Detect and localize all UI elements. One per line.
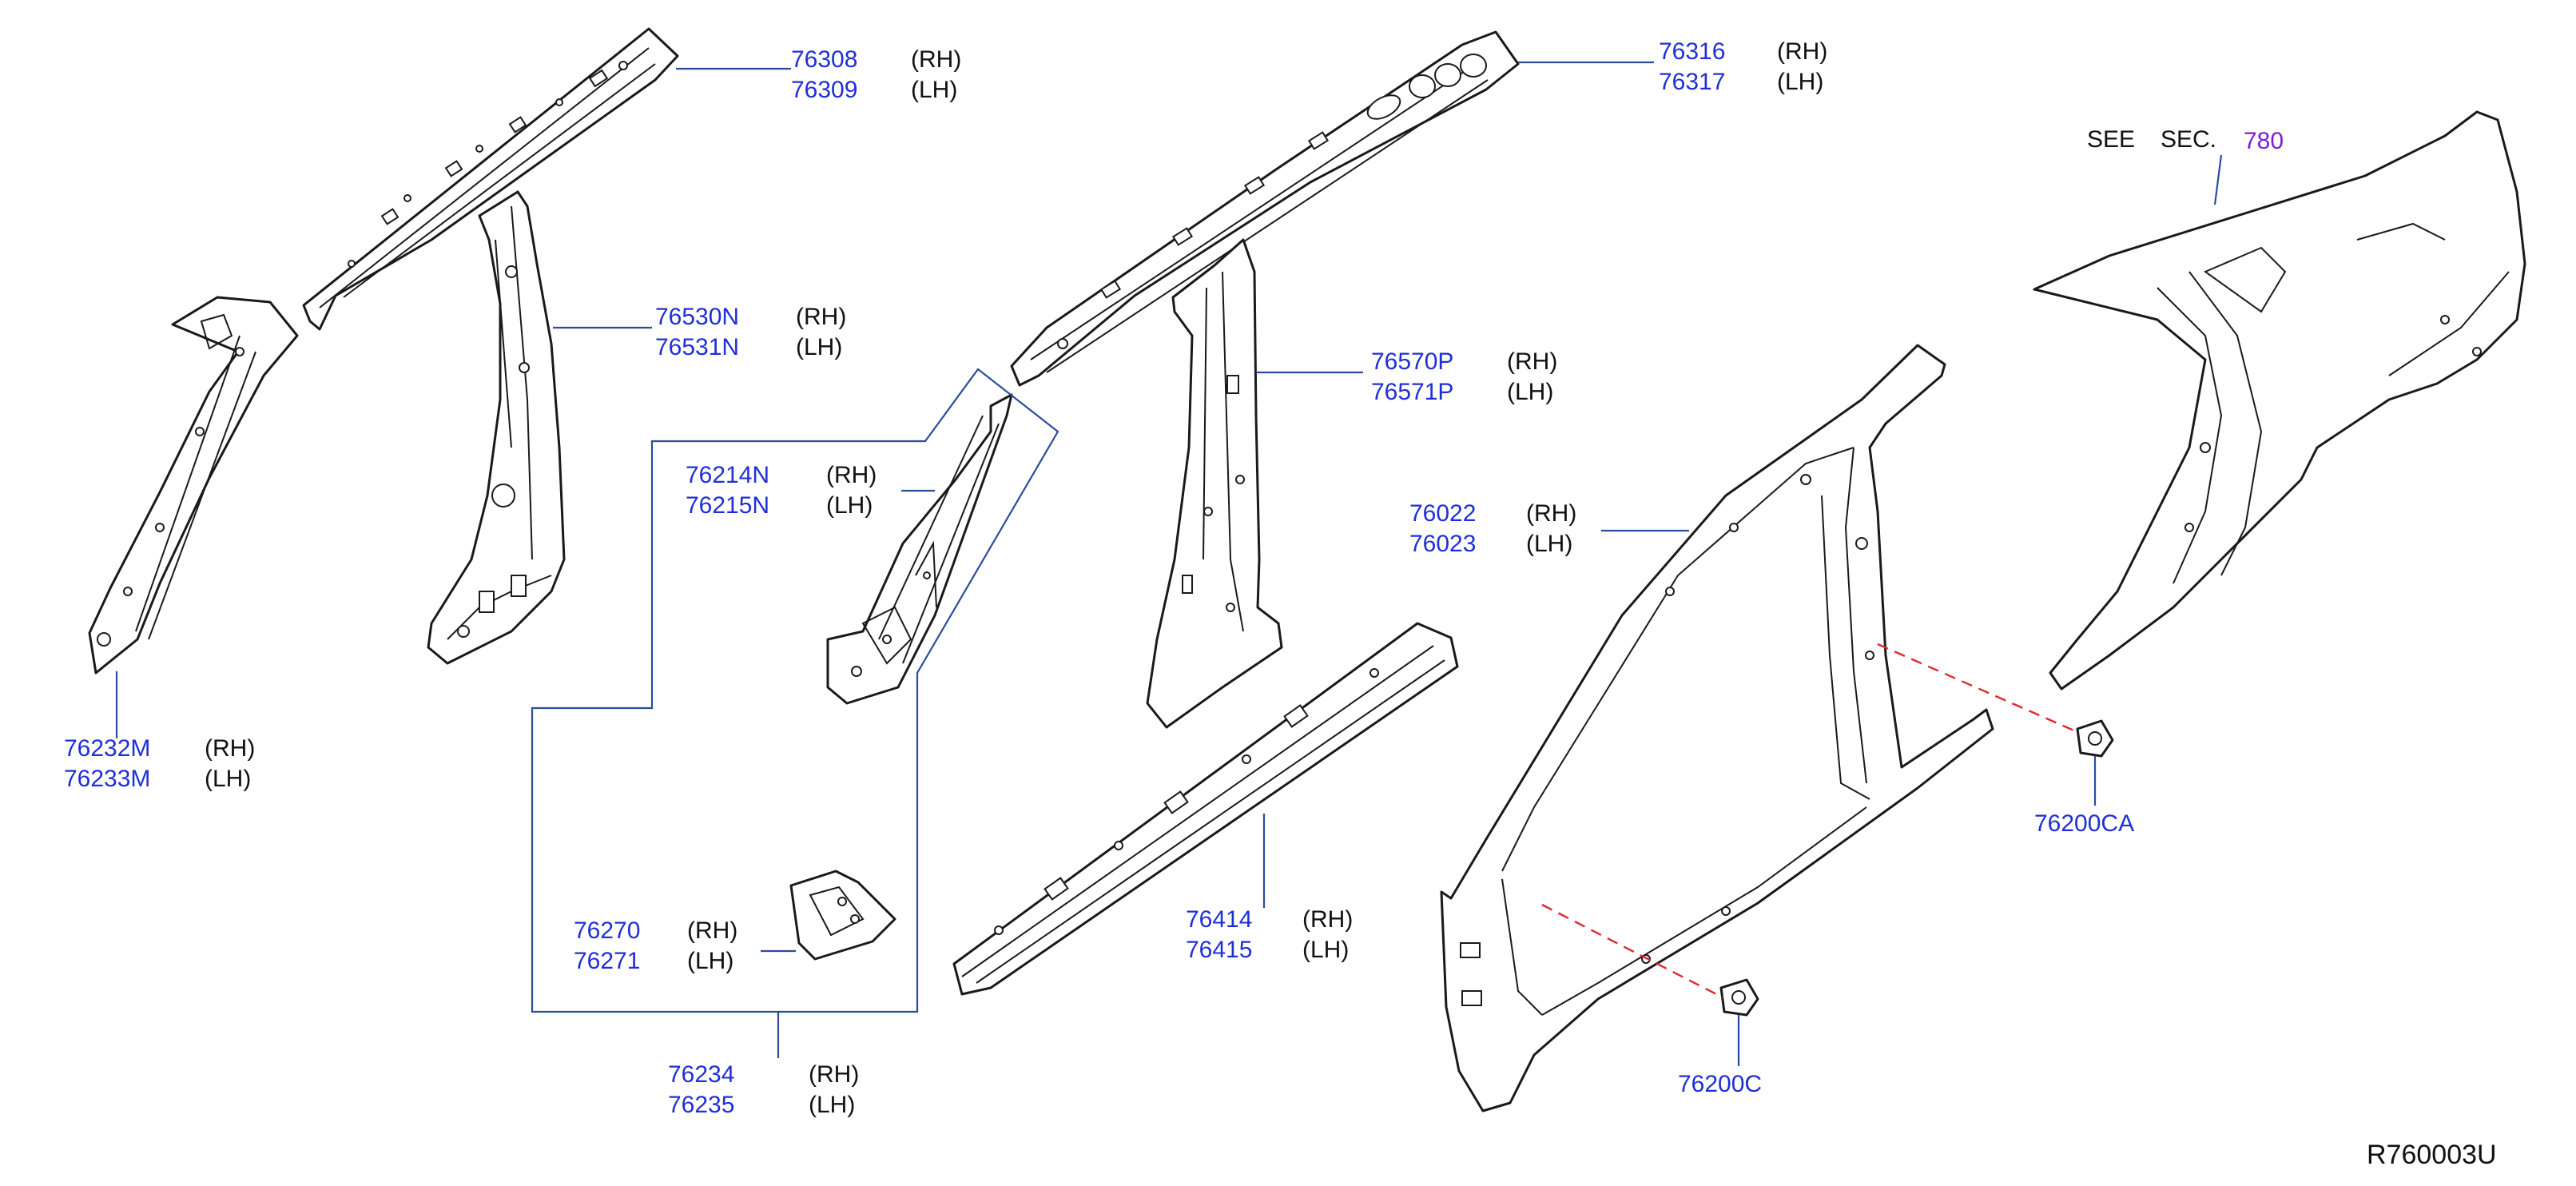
clip-front — [1719, 978, 1759, 1017]
sec-word: SEC. — [2161, 126, 2216, 153]
part-number[interactable]: 76309 — [791, 77, 857, 103]
part-number[interactable]: 76571P — [1371, 379, 1453, 405]
part-roof-rail-center — [1010, 30, 1520, 387]
side-designation: (RH) — [205, 735, 255, 762]
side-designation: (RH) — [1526, 500, 1576, 527]
callout-c8: 76270 (RH) 76271 (LH) — [574, 917, 737, 974]
part-number[interactable]: 76235 — [668, 1092, 734, 1118]
part-number[interactable]: 76214N — [686, 462, 769, 488]
callout-c6: 76022 (RH) 76023 (LH) — [1409, 500, 1576, 557]
clip-rear — [2076, 719, 2114, 758]
side-designation: (RH) — [1507, 348, 1557, 375]
part-number[interactable]: 76317 — [1659, 69, 1725, 95]
part-number[interactable]: 76570P — [1371, 348, 1453, 375]
part-center-pillar-reinforcement — [1146, 238, 1283, 729]
callout-c5: 76214N (RH) 76215N (LH) — [686, 462, 877, 519]
part-number[interactable]: 76023 — [1409, 531, 1476, 557]
side-designation: (RH) — [1302, 906, 1353, 933]
section-link[interactable]: 780 — [2244, 128, 2284, 154]
side-designation: (LH) — [826, 492, 873, 519]
assembly-group-frame — [531, 368, 1059, 1013]
part-number[interactable]: 76022 — [1409, 500, 1476, 527]
part-number[interactable]: 76215N — [686, 492, 769, 519]
part-body-side-outer — [1440, 344, 1994, 1112]
callout-c9: 76414 (RH) 76415 (LH) — [1186, 906, 1353, 963]
callout-c10: 76234 (RH) 76235 (LH) — [668, 1061, 859, 1118]
callout-c4: 76570P (RH) 76571P (LH) — [1371, 348, 1557, 405]
part-number[interactable]: 76316 — [1659, 38, 1725, 65]
callout-c7: 76232M (RH) 76233M (LH) — [64, 735, 255, 792]
side-designation: (LH) — [687, 948, 733, 974]
see-section-note: SEE SEC. 780 — [2087, 126, 2284, 154]
callout-c1: 76308 (RH) 76309 (LH) — [791, 46, 961, 103]
part-front-pillar-lower — [88, 296, 299, 675]
part-number[interactable]: 76308 — [791, 46, 857, 73]
part-rear-body-side — [2033, 110, 2526, 691]
part-number[interactable]: 76414 — [1186, 906, 1252, 933]
side-designation: (LH) — [1526, 531, 1572, 557]
part-number[interactable]: 76232M — [64, 735, 150, 762]
part-pillar-lower-reinforcement — [826, 393, 1013, 705]
side-designation: (LH) — [205, 766, 251, 792]
part-lower-bracket — [789, 870, 896, 961]
part-number[interactable]: 76234 — [668, 1061, 734, 1088]
part-number[interactable]: 76233M — [64, 766, 150, 792]
side-designation: (RH) — [911, 46, 961, 73]
see-word: SEE — [2087, 126, 2135, 153]
callout-c3: 76530N (RH) 76531N (LH) — [655, 304, 846, 360]
part-roof-rail-front-upper — [302, 27, 679, 331]
side-designation: (LH) — [809, 1092, 855, 1118]
side-designation: (LH) — [1777, 69, 1823, 95]
side-designation: (RH) — [1777, 38, 1827, 65]
diagram-reference-code: R760003U — [2367, 1140, 2497, 1170]
part-number[interactable]: 76270 — [574, 917, 640, 944]
side-designation: (LH) — [796, 334, 842, 360]
leader-see-section — [2213, 154, 2223, 205]
part-center-pillar-inner — [427, 190, 566, 665]
side-designation: (LH) — [911, 77, 957, 103]
part-number[interactable]: 76415 — [1186, 937, 1252, 963]
side-designation: (RH) — [687, 917, 737, 944]
side-designation: (RH) — [796, 304, 846, 330]
callout-c2: 76316 (RH) 76317 (LH) — [1659, 38, 1827, 95]
side-designation: (LH) — [1507, 379, 1553, 405]
side-designation: (LH) — [1302, 937, 1349, 963]
side-designation: (RH) — [826, 462, 877, 488]
side-designation: (RH) — [809, 1061, 859, 1088]
part-sill-inner — [952, 622, 1459, 996]
part-number[interactable]: 76531N — [655, 334, 739, 360]
hidden-line-front-clip — [1541, 903, 1723, 999]
clip-part-number-rear[interactable]: 76200CA — [2034, 810, 2134, 837]
part-number[interactable]: 76271 — [574, 948, 640, 974]
part-number[interactable]: 76530N — [655, 304, 739, 330]
clip-part-number-front[interactable]: 76200C — [1678, 1071, 1762, 1097]
